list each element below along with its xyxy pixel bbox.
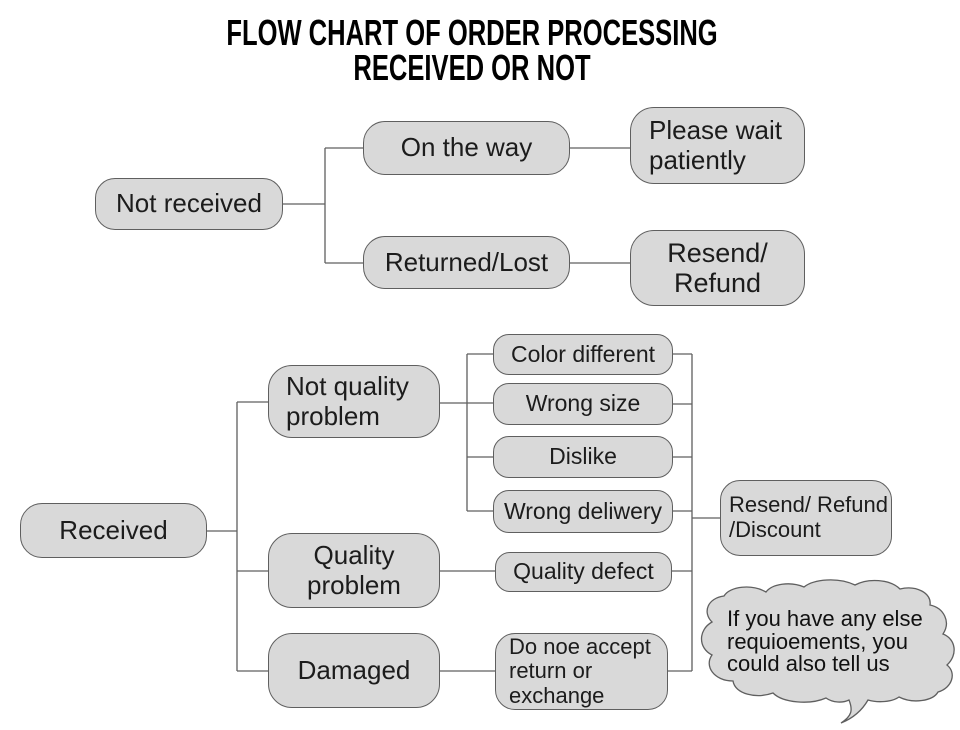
node-label: Resend/ Refund /Discount (729, 492, 888, 542)
node-label: Quality defect (513, 558, 654, 585)
node-wrong-size: Wrong size (493, 383, 673, 425)
title-line-2: RECEIVED OR NOT (353, 47, 591, 88)
speech-bubble (700, 579, 955, 724)
node-label: Damaged (297, 654, 411, 685)
node-label: Returned/Lost (384, 246, 549, 277)
node-not-quality-problem: Not quality problem (268, 365, 440, 438)
node-dislike: Dislike (493, 436, 673, 478)
node-on-the-way: On the way (363, 121, 570, 175)
node-label: Resend/ Refund (667, 237, 768, 298)
node-resend-refund: Resend/ Refund (630, 230, 805, 306)
speech-bubble-text: If you have any else requioements, you c… (727, 606, 923, 676)
node-wrong-deliwery: Wrong deliwery (493, 490, 673, 533)
node-label: Quality problem (307, 540, 401, 600)
node-returned-lost: Returned/Lost (363, 236, 570, 289)
node-do-noe-accept-return: Do noe accept return or exchange (495, 633, 668, 710)
node-please-wait-patiently: Please wait patiently (630, 107, 805, 184)
node-label: On the way (400, 132, 533, 163)
node-resend-refund-discount: Resend/ Refund /Discount (720, 480, 892, 556)
node-color-different: Color different (493, 334, 673, 375)
node-label: Not received (116, 188, 262, 219)
node-damaged: Damaged (268, 633, 440, 708)
node-label: Wrong deliwery (503, 497, 663, 524)
page-title: FLOW CHART OF ORDER PROCESSING RECEIVED … (137, 12, 807, 88)
node-received: Received (20, 503, 207, 558)
node-label: Wrong size (525, 390, 641, 417)
node-label: Please wait patiently (649, 115, 782, 175)
node-label: Received (59, 514, 168, 545)
node-not-received: Not received (95, 178, 283, 230)
node-label: Color different (510, 340, 656, 367)
title-line-1: FLOW CHART OF ORDER PROCESSING (226, 12, 718, 53)
node-label: Do noe accept return or exchange (509, 633, 651, 708)
node-quality-defect: Quality defect (495, 552, 672, 592)
node-label: Dislike (549, 443, 617, 470)
node-quality-problem: Quality problem (268, 533, 440, 608)
node-label: Not quality problem (286, 371, 409, 431)
